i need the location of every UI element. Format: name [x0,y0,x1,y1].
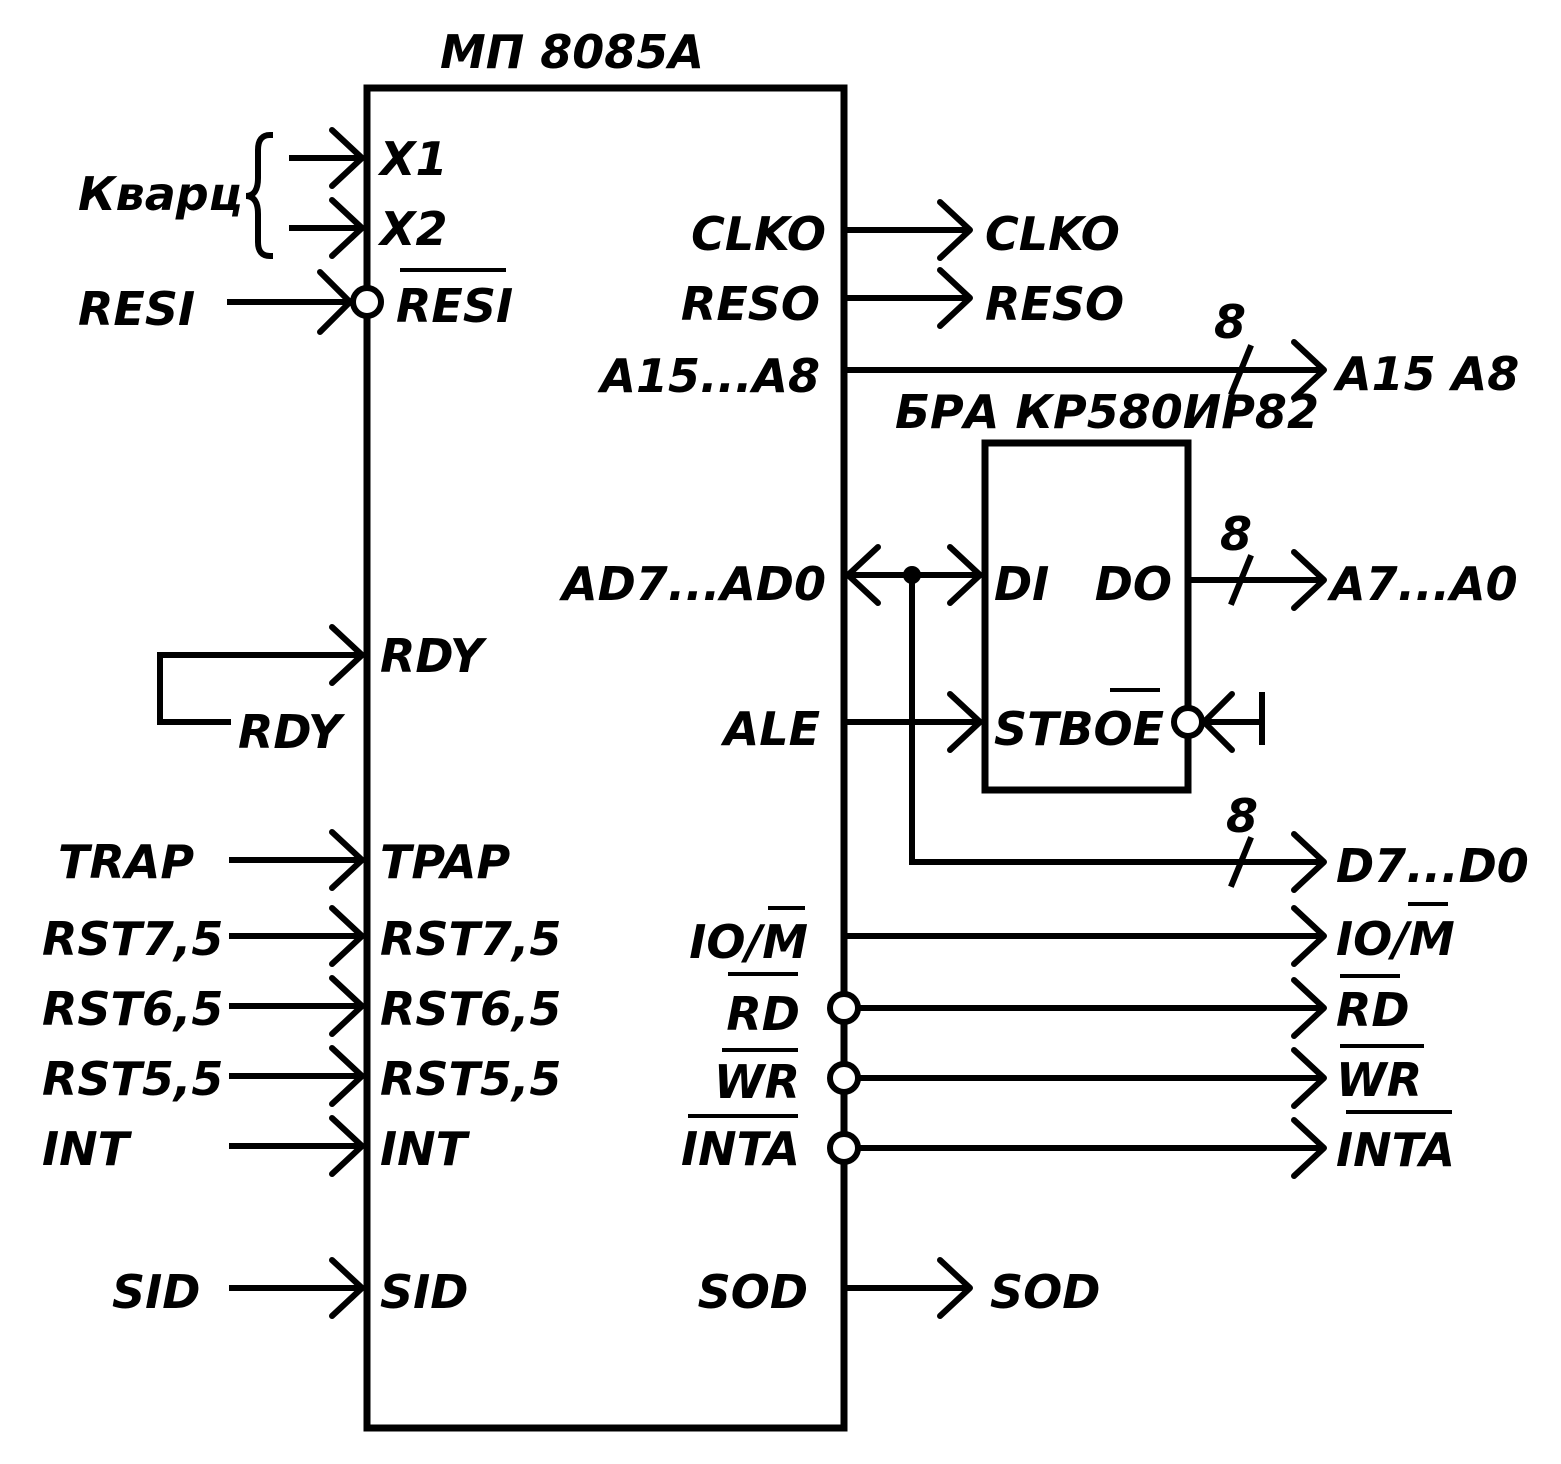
cpu-title: МП 8085А [440,25,704,79]
input-rst65: RST6,5 RST6,5 [42,975,561,1037]
pin-rd-label: RD [726,987,800,1041]
pin-wr-label: WR [714,1055,800,1109]
rd-arrow [1291,977,1327,1039]
rdy-loop-wire [157,652,363,725]
resi-inversion-bubble [350,285,384,319]
pin-rdy-label: RDY [380,629,488,683]
pin-clko-label: CLKO [691,207,826,261]
rdy-arrow [329,624,365,686]
latch-di-arrow [947,544,983,606]
latch-pin-di-label: DI [994,557,1049,611]
output-reso-label: RESO [985,277,1124,331]
input-sid-label: SID [112,1265,200,1319]
a15a8-bus-width: 8 [1214,295,1246,349]
pin-rst65-label: RST6,5 [380,982,561,1036]
a15a8-arrow [1291,339,1327,401]
input-rst65-label: RST6,5 [42,982,223,1036]
output-a7a0-label: A7...A0 [1327,557,1518,611]
input-rst55-label: RST5,5 [42,1052,223,1106]
latch-pin-do-label: DO [1095,557,1172,611]
output-clko-label: CLKO [985,207,1120,261]
latch-oe-inversion-bubble [1171,705,1205,739]
rd-inversion-bubble [827,991,861,1025]
cpu-chip-body [363,84,848,1432]
pin-inta-label: INTA [681,1122,800,1176]
output-iom-label: IO/M [1336,912,1455,966]
input-rst55: RST5,5 RST5,5 [42,1045,561,1107]
inta-inversion-bubble [827,1131,861,1165]
pin-sid-label: SID [380,1265,468,1319]
sid-arrow [329,1257,365,1319]
latch-pin-oe-label: OE [1093,702,1164,756]
pin-iom-label: IO/M [689,915,808,969]
crystal-label: Кварц [78,167,243,221]
x1-arrow [329,127,365,189]
crystal-brace [245,131,274,260]
pin-int-label: INT [380,1122,471,1176]
output-d7d0-label: D7...D0 [1336,839,1529,893]
int-arrow [329,1115,365,1177]
output-rd-label: RD [1336,983,1410,1037]
pin-x1-label: X1 [377,132,447,186]
ad-bus-left-arrow [845,544,881,606]
input-resi-label: RESI [78,282,195,336]
input-trap-label: TRAP [58,835,194,889]
pin-x2-label: X2 [377,202,447,256]
input-rst75: RST7,5 RST7,5 [42,905,561,967]
data-bus-width: 8 [1226,789,1258,843]
latch-chip-body [981,439,1192,794]
latch-stb-arrow [947,691,983,753]
output-wr-label: WR [1336,1053,1422,1107]
output-a15a8-label: A15 A8 [1333,347,1519,401]
d7d0-arrow [1291,831,1327,893]
pin-ale-label: ALE [721,702,820,756]
latch-title: БРА КР580ИР82 [895,385,1319,439]
pin-trap-label: TPAP [380,835,510,889]
a7a0-bus-slash [1228,554,1254,606]
pin-rst55-label: RST5,5 [380,1052,561,1106]
input-trap: TRAP TPAP [58,829,510,891]
input-int: INT INT [42,1115,471,1177]
rst65-arrow [329,975,365,1037]
pin-ad7ad0-label: AD7...AD0 [559,557,826,611]
output-inta-label: INTA [1336,1123,1455,1177]
rst55-arrow [329,1045,365,1107]
pin-rst75-label: RST7,5 [380,912,561,966]
latch-oe-arrow [1201,691,1235,753]
iom-arrow [1291,905,1327,967]
x2-arrow [329,197,365,259]
input-rdy-label: RDY [238,705,346,759]
reso-arrow [937,267,973,329]
pin-a15a8-label: A15...A8 [597,349,820,403]
a7a0-bus-width: 8 [1220,507,1252,561]
crystal-group: Кварц [78,127,365,260]
input-sid: SID SID [112,1257,468,1319]
a7a0-arrow [1291,549,1327,611]
inta-arrow [1291,1117,1327,1179]
trap-arrow [329,829,365,891]
input-rst75-label: RST7,5 [42,912,223,966]
a15a8-bus-slash [1228,344,1254,396]
pin-reso-label: RESO [681,277,820,331]
wr-arrow [1291,1047,1327,1109]
pin-sod-label: SOD [698,1265,808,1319]
latch-pin-stb-label: STB [994,702,1094,756]
data-bus-slash [1228,836,1254,888]
data-bus-wire [909,572,1325,865]
sod-arrow [937,1257,973,1319]
input-int-label: INT [42,1122,133,1176]
rst75-arrow [329,905,365,967]
clko-arrow [937,199,973,261]
output-sod-label: SOD [990,1265,1100,1319]
wr-inversion-bubble [827,1061,861,1095]
pin-resi-label: RESI [396,279,513,333]
